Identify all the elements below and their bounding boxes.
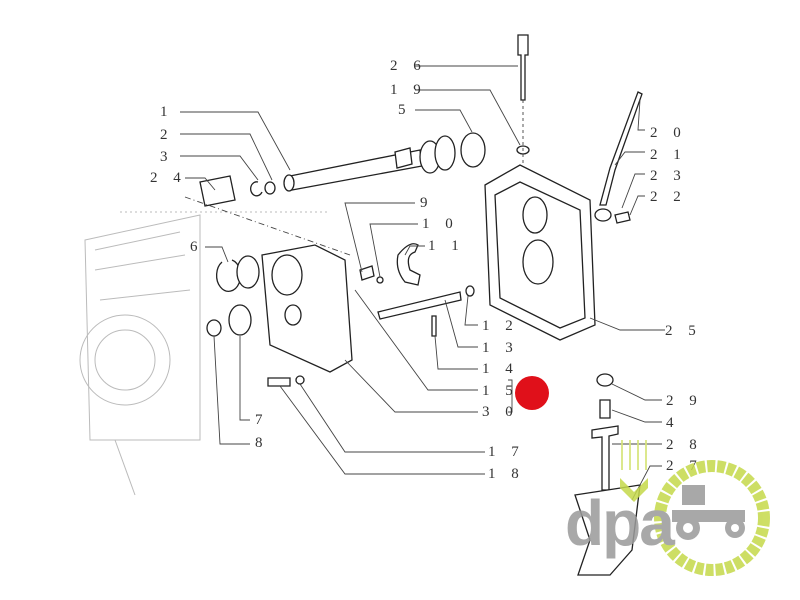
highlight-marker-dot xyxy=(515,376,549,410)
label-18: 1 8 xyxy=(488,466,525,482)
label-3: 3 xyxy=(160,149,174,165)
label-21: 2 1 xyxy=(650,147,687,163)
shift-rod xyxy=(377,291,462,320)
label-23: 2 3 xyxy=(650,168,687,184)
label-26: 2 6 xyxy=(390,58,427,74)
bearing xyxy=(236,255,260,289)
cap-29 xyxy=(596,373,614,387)
lever-28 xyxy=(591,425,619,491)
spring-9 xyxy=(359,265,375,281)
cover-25 xyxy=(484,164,596,341)
bearing-5 xyxy=(460,132,486,168)
label-1: 1 xyxy=(160,104,174,120)
label-25: 2 5 xyxy=(665,323,702,339)
label-2: 2 xyxy=(160,127,174,143)
label-9: 9 xyxy=(420,195,434,211)
needle-bearing-2 xyxy=(264,181,276,195)
bushing-8 xyxy=(206,319,222,337)
label-17: 1 7 xyxy=(488,444,525,460)
housing-plate xyxy=(261,244,353,373)
lever-21 xyxy=(599,91,643,206)
label-29: 2 9 xyxy=(666,393,703,409)
label-7: 7 xyxy=(255,412,269,428)
label-28: 2 8 xyxy=(666,437,703,453)
background-housing-outline xyxy=(79,211,330,496)
input-shaft xyxy=(283,135,456,192)
label-11: 1 1 xyxy=(428,238,465,254)
dpa-logo-watermark: dpa xyxy=(565,440,770,576)
label-24: 2 4 xyxy=(150,170,187,186)
spring-4 xyxy=(599,399,611,419)
label-4: 4 xyxy=(666,415,680,431)
label-22: 2 2 xyxy=(650,189,687,205)
bolt-18 xyxy=(267,377,291,387)
o-ring-12 xyxy=(465,285,475,297)
gear-24 xyxy=(199,175,236,207)
label-12: 1 2 xyxy=(482,318,519,334)
label-30: 3 0 xyxy=(482,404,519,420)
fork-11 xyxy=(396,243,421,286)
label-10: 1 0 xyxy=(422,216,459,232)
label-14: 1 4 xyxy=(482,361,519,377)
label-20: 2 0 xyxy=(650,125,687,141)
label-19: 1 9 xyxy=(390,82,427,98)
label-15: 1 5 xyxy=(482,383,519,399)
label-8: 8 xyxy=(255,435,269,451)
label-5: 5 xyxy=(398,102,412,118)
ball-10 xyxy=(376,276,384,284)
bolt-26 xyxy=(517,34,529,101)
pin-14 xyxy=(431,315,437,337)
logo-text: dpa xyxy=(565,487,675,559)
label-13: 1 3 xyxy=(482,340,519,356)
washer-17 xyxy=(295,375,305,385)
label-6: 6 xyxy=(190,239,204,255)
bearing-7 xyxy=(228,304,252,336)
circlip-3 xyxy=(250,181,263,197)
